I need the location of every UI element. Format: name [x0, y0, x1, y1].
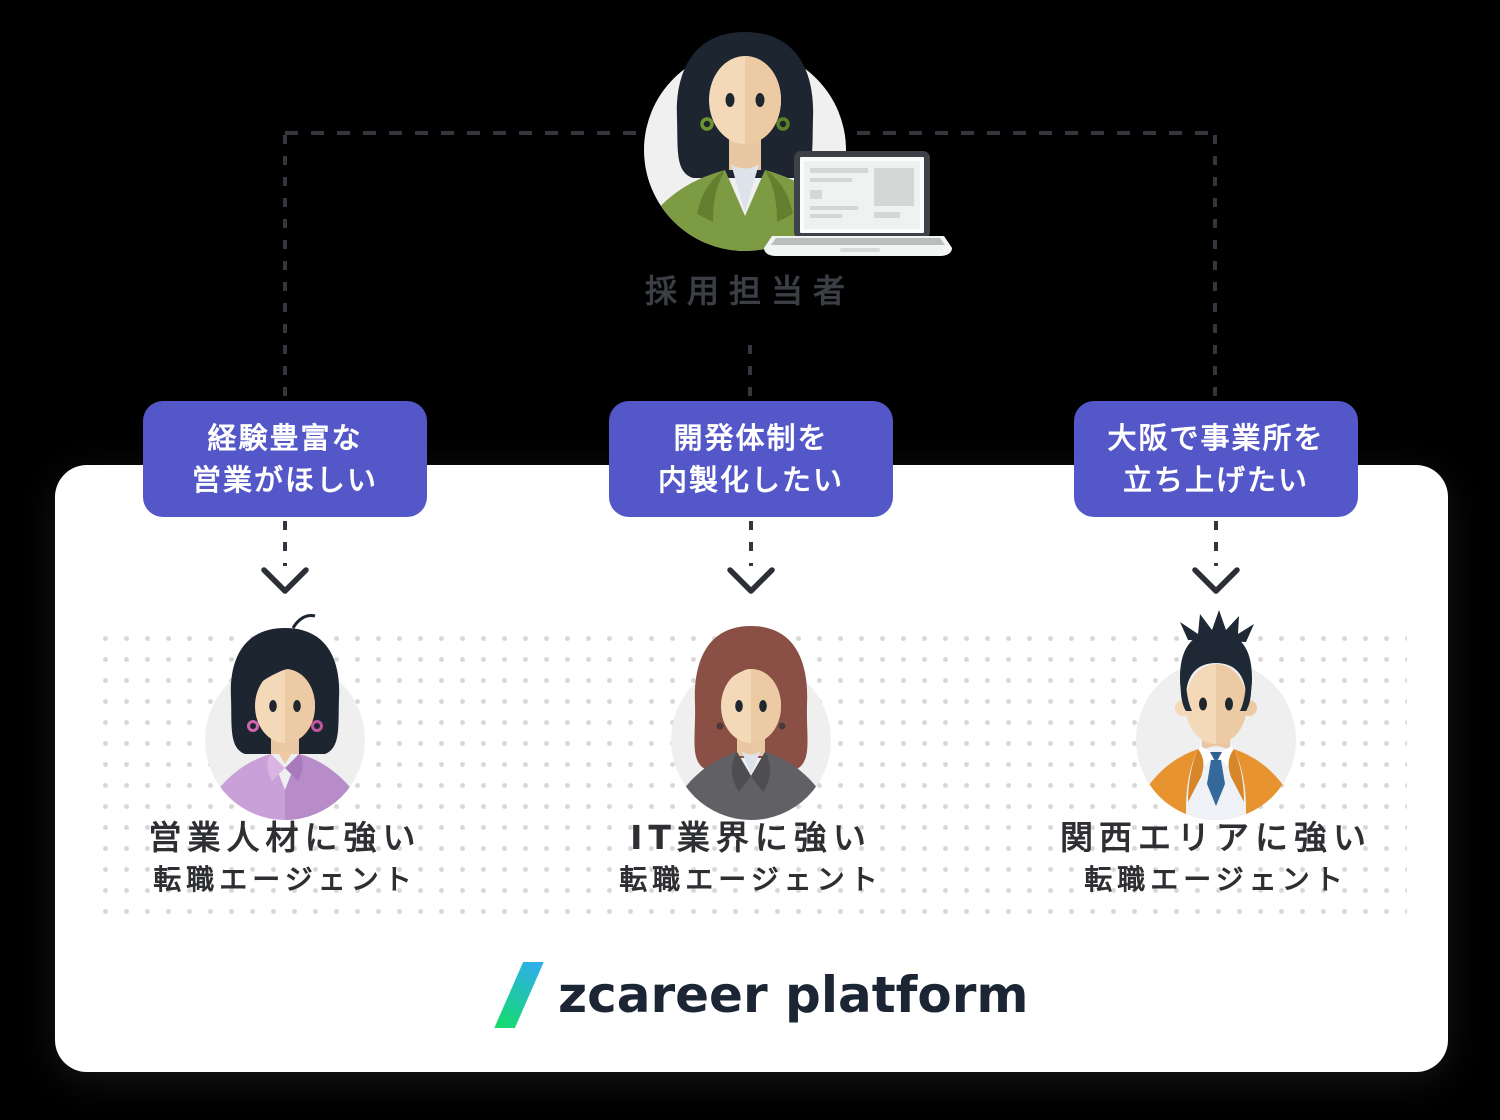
agent-kansai-subtitle: 転職エージェント	[1084, 863, 1348, 896]
agent-avatar-it-icon	[671, 626, 831, 820]
need-box-development: 開発体制を 内製化したい	[609, 401, 893, 517]
logo-slash-icon	[494, 962, 544, 1028]
agent-sales-subtitle: 転職エージェント	[153, 863, 417, 896]
laptop-icon	[764, 151, 952, 256]
need-box-sales-line2: 営業がほしい	[191, 463, 378, 497]
agent-kansai-title: 関西エリアに強い	[1060, 818, 1372, 857]
need-box-sales: 経験豊富な 営業がほしい	[143, 401, 427, 517]
agent-sales-title: 営業人材に強い	[148, 818, 422, 857]
agent-avatar-kansai-icon	[1136, 610, 1296, 820]
need-box-development-line2: 内製化したい	[657, 463, 844, 497]
agent-it-subtitle: 転職エージェント	[619, 863, 883, 896]
need-box-osaka-line2: 立ち上げたい	[1122, 463, 1309, 497]
agent-it-title: IT業界に強い	[630, 818, 872, 857]
need-box-osaka: 大阪で事業所を 立ち上げたい	[1074, 401, 1358, 517]
recruiter-label: 採用担当者	[644, 272, 855, 310]
need-box-sales-line1: 経験豊富な	[207, 421, 363, 455]
need-box-development-line1: 開発体制を	[673, 421, 829, 455]
agent-avatar-sales-icon	[205, 614, 365, 820]
logo-wordmark: zcareer platform	[558, 966, 1029, 1024]
need-box-osaka-line1: 大阪で事業所を	[1107, 421, 1325, 455]
